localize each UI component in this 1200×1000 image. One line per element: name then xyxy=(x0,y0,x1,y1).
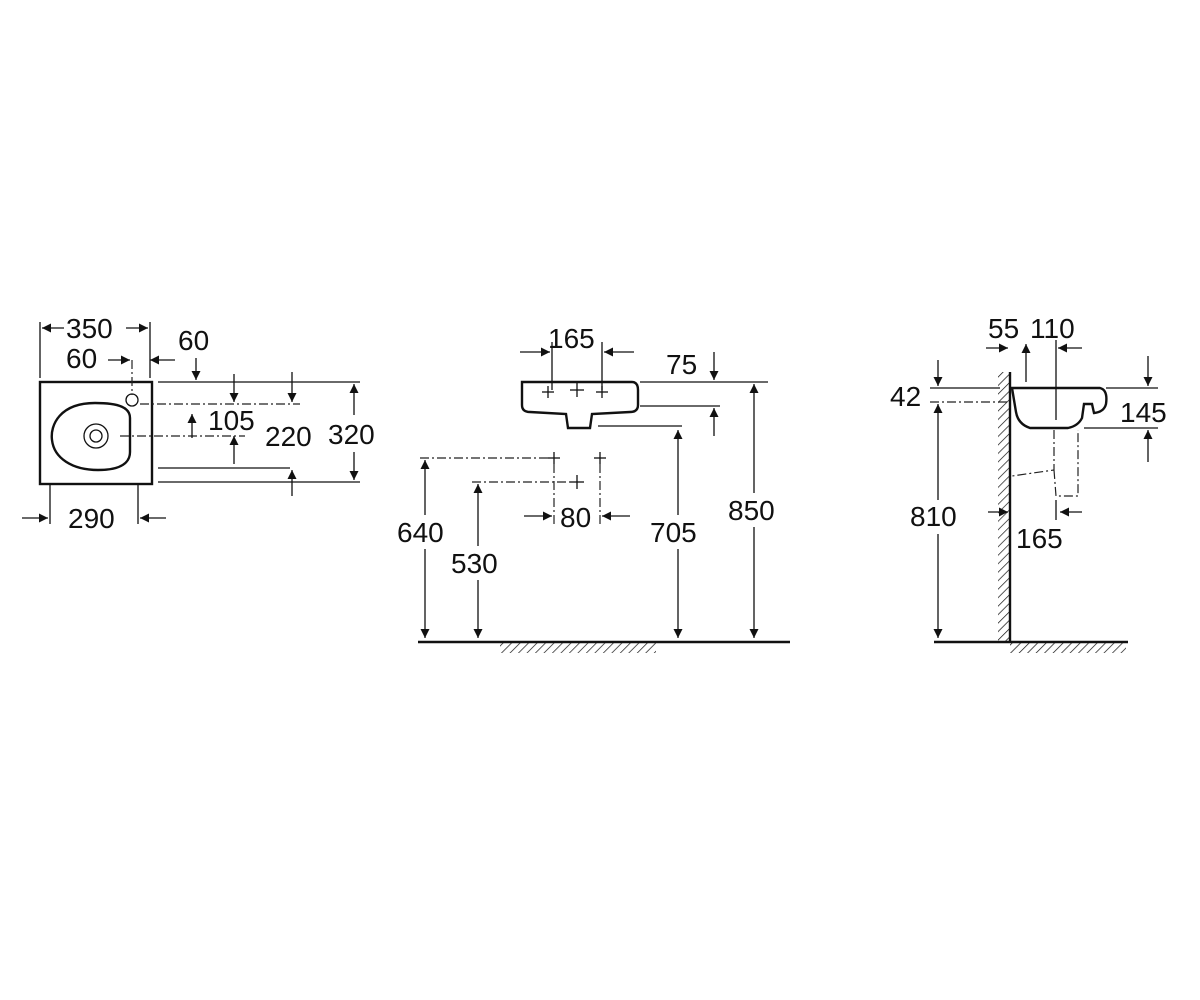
side-view: 55 110 42 810 145 165 xyxy=(890,313,1167,653)
dim-top-320: 320 xyxy=(328,419,375,450)
basin-top-outline xyxy=(38,380,154,486)
side-floor-hatch xyxy=(1010,643,1126,653)
drain-inner-icon xyxy=(89,429,103,443)
dim-top-290: 290 xyxy=(68,503,115,534)
front-view: 165 75 850 705 640 530 xyxy=(396,323,790,653)
wall-hatch xyxy=(998,372,1010,642)
dim-top-105: 105 xyxy=(208,405,255,436)
dim-front-850: 850 xyxy=(728,495,775,526)
dim-front-75: 75 xyxy=(666,349,697,380)
dim-side-110: 110 xyxy=(1030,313,1075,344)
dim-front-530: 530 xyxy=(451,548,498,579)
dim-side-810: 810 xyxy=(910,501,957,532)
dim-top-220: 220 xyxy=(265,421,312,452)
dim-front-640: 640 xyxy=(397,517,444,548)
dim-side-165: 165 xyxy=(1016,523,1063,554)
tap-marks xyxy=(542,383,608,398)
dim-top-60-right: 60 xyxy=(178,325,209,356)
dim-side-145: 145 xyxy=(1120,397,1167,428)
floor-hatch xyxy=(500,643,656,653)
drain-icon xyxy=(83,423,109,449)
dim-front-165: 165 xyxy=(548,323,595,354)
supply-point-marks xyxy=(548,452,606,489)
basin-side-outline xyxy=(1010,386,1108,430)
dim-top-60-left: 60 xyxy=(66,343,97,374)
dim-front-705: 705 xyxy=(650,517,697,548)
top-view: 350 60 60 105 220 320 290 xyxy=(22,313,375,534)
dim-top-350: 350 xyxy=(66,313,113,344)
tap-hole-icon xyxy=(125,393,139,407)
basin-bowl-outline xyxy=(50,401,132,472)
dim-front-80: 80 xyxy=(560,502,591,533)
basin-front-outline xyxy=(520,380,640,430)
dim-side-55: 55 xyxy=(988,313,1019,344)
dim-side-42: 42 xyxy=(890,381,921,412)
trap-outline xyxy=(1011,430,1079,497)
